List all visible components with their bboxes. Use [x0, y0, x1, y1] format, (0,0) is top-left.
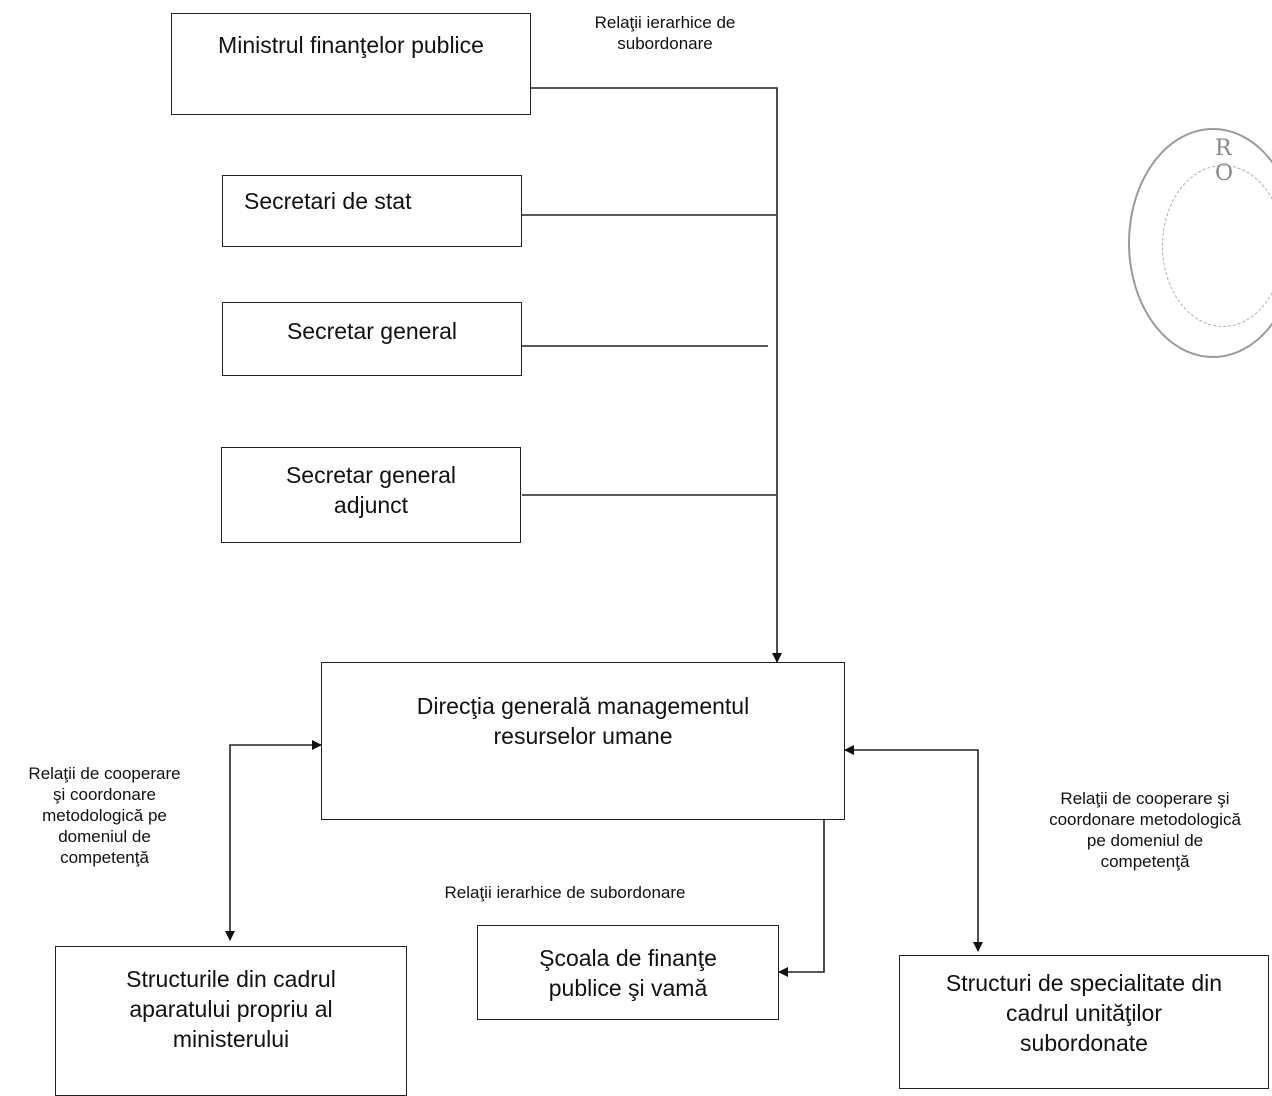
ministru-box: Ministrul finanţelor publice: [171, 13, 531, 115]
secretar-adjunct-line-1: Secretar general: [285, 462, 457, 488]
secretar-adjunct-line-2: adjunct: [333, 492, 409, 518]
structuri-specialitate-line-3: subordonate: [1020, 1030, 1148, 1056]
scoala-box: Şcoala de finanţe publice şi vamă: [477, 925, 779, 1020]
ministru-label: Ministrul finanţelor publice: [218, 32, 484, 58]
structurile-box: Structurile din cadrul aparatului propri…: [55, 946, 407, 1096]
scoala-line-2: publice şi vamă: [548, 975, 708, 1001]
structuri-specialitate-line-1: Structuri de specialitate din: [945, 970, 1223, 996]
directia-line-1: Direcţia generală managementul: [416, 693, 750, 719]
secretari-stat-label: Secretari de stat: [244, 188, 412, 214]
structurile-line-3: ministerului: [172, 1026, 290, 1052]
secretari-stat-box: Secretari de stat: [222, 175, 522, 247]
secretar-general-box: Secretar general: [222, 302, 522, 376]
stamp-inner-ring: [1162, 165, 1272, 327]
bottom-relation-label: Relaţii ierarhice de subordonare: [444, 883, 686, 902]
top-relation-label: Relaţii ierarhice de subordonare: [594, 13, 736, 53]
structuri-specialitate-line-2: cadrul unităţilor: [1006, 1000, 1162, 1026]
scoala-line-1: Şcoala de finanţe: [539, 945, 717, 971]
structurile-line-1: Structurile din cadrul: [126, 966, 336, 992]
right-relation-label: Relaţii de cooperare şi coordonare metod…: [1049, 789, 1241, 871]
structuri-specialitate-box: Structuri de specialitate din cadrul uni…: [899, 955, 1269, 1089]
secretar-general-label: Secretar general: [286, 318, 458, 344]
left-cooperation-arrow: [225, 740, 322, 941]
stamp-text: R O: [1215, 136, 1248, 186]
secretar-adjunct-box: Secretar general adjunct: [221, 447, 521, 543]
directia-line-2: resurselor umane: [493, 723, 673, 749]
scoala-subordination-arrow: [778, 820, 825, 977]
directia-box: Direcţia generală managementul resurselo…: [321, 662, 845, 820]
left-relation-label: Relaţii de cooperare şi coordonare metod…: [28, 764, 181, 867]
right-cooperation-arrow: [844, 745, 983, 952]
hierarchy-trunk-line: [530, 87, 782, 663]
structurile-line-2: aparatului propriu al: [129, 996, 333, 1022]
